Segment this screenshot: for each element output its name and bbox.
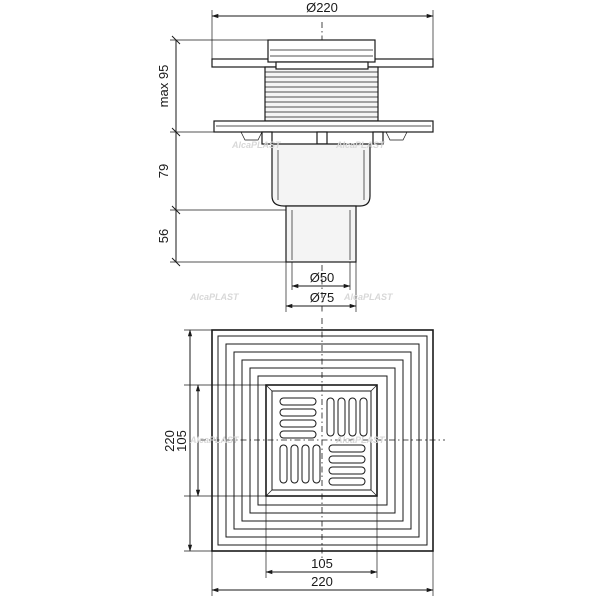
trap-body <box>271 143 371 207</box>
square-6 <box>249 367 396 514</box>
flange-stud-left <box>261 131 273 145</box>
grate-frame <box>265 384 378 497</box>
dim-left-105: 105 <box>174 430 189 452</box>
watermark-logo: AlcaPLAST <box>335 435 386 445</box>
dim-top-220: Ø220 <box>306 0 338 15</box>
outer-square <box>211 329 434 552</box>
square-2 <box>217 335 428 546</box>
side-view: max 95 79 56 Ø220 Ø50 Ø75 AlcaPLAST Alca… <box>156 0 434 312</box>
square-5 <box>241 359 404 522</box>
inner-sleeve <box>275 61 369 70</box>
top-view: 220 105 105 220 AlcaPLAST AlcaPLAST <box>162 318 445 596</box>
watermark-logo: AlcaPLAST <box>343 292 394 302</box>
watermark-logo: AlcaPLAST <box>189 435 240 445</box>
grate-inner <box>271 390 372 491</box>
dim-bottom-220: 220 <box>311 574 333 589</box>
dim-d50: Ø50 <box>310 270 335 285</box>
dim-d75: Ø75 <box>310 290 335 305</box>
dim-max95: max 95 <box>156 65 171 108</box>
watermark-logo: AlcaPLAST <box>335 140 386 150</box>
slots-bottom-left <box>279 444 321 484</box>
square-4 <box>233 351 412 530</box>
watermark-logo: AlcaPLAST <box>189 292 240 302</box>
dim-bottom-105: 105 <box>311 556 333 571</box>
slots-top-left <box>279 397 317 439</box>
dim-56: 56 <box>156 229 171 243</box>
extension-ribs <box>265 71 378 118</box>
dim-79: 79 <box>156 164 171 178</box>
square-3 <box>225 343 420 538</box>
flange-stud-right <box>372 131 384 145</box>
watermark-logo: AlcaPLAST <box>231 140 282 150</box>
square-7 <box>257 375 388 506</box>
main-flange <box>213 120 434 133</box>
dim-left-220: 220 <box>162 430 177 452</box>
top-collar <box>267 39 376 63</box>
outlet-pipe <box>285 205 357 263</box>
ribbed-extension <box>264 66 379 122</box>
slots-top-right <box>326 397 368 437</box>
flange-stud-mid <box>316 131 328 145</box>
slots-bottom-right <box>328 444 366 486</box>
